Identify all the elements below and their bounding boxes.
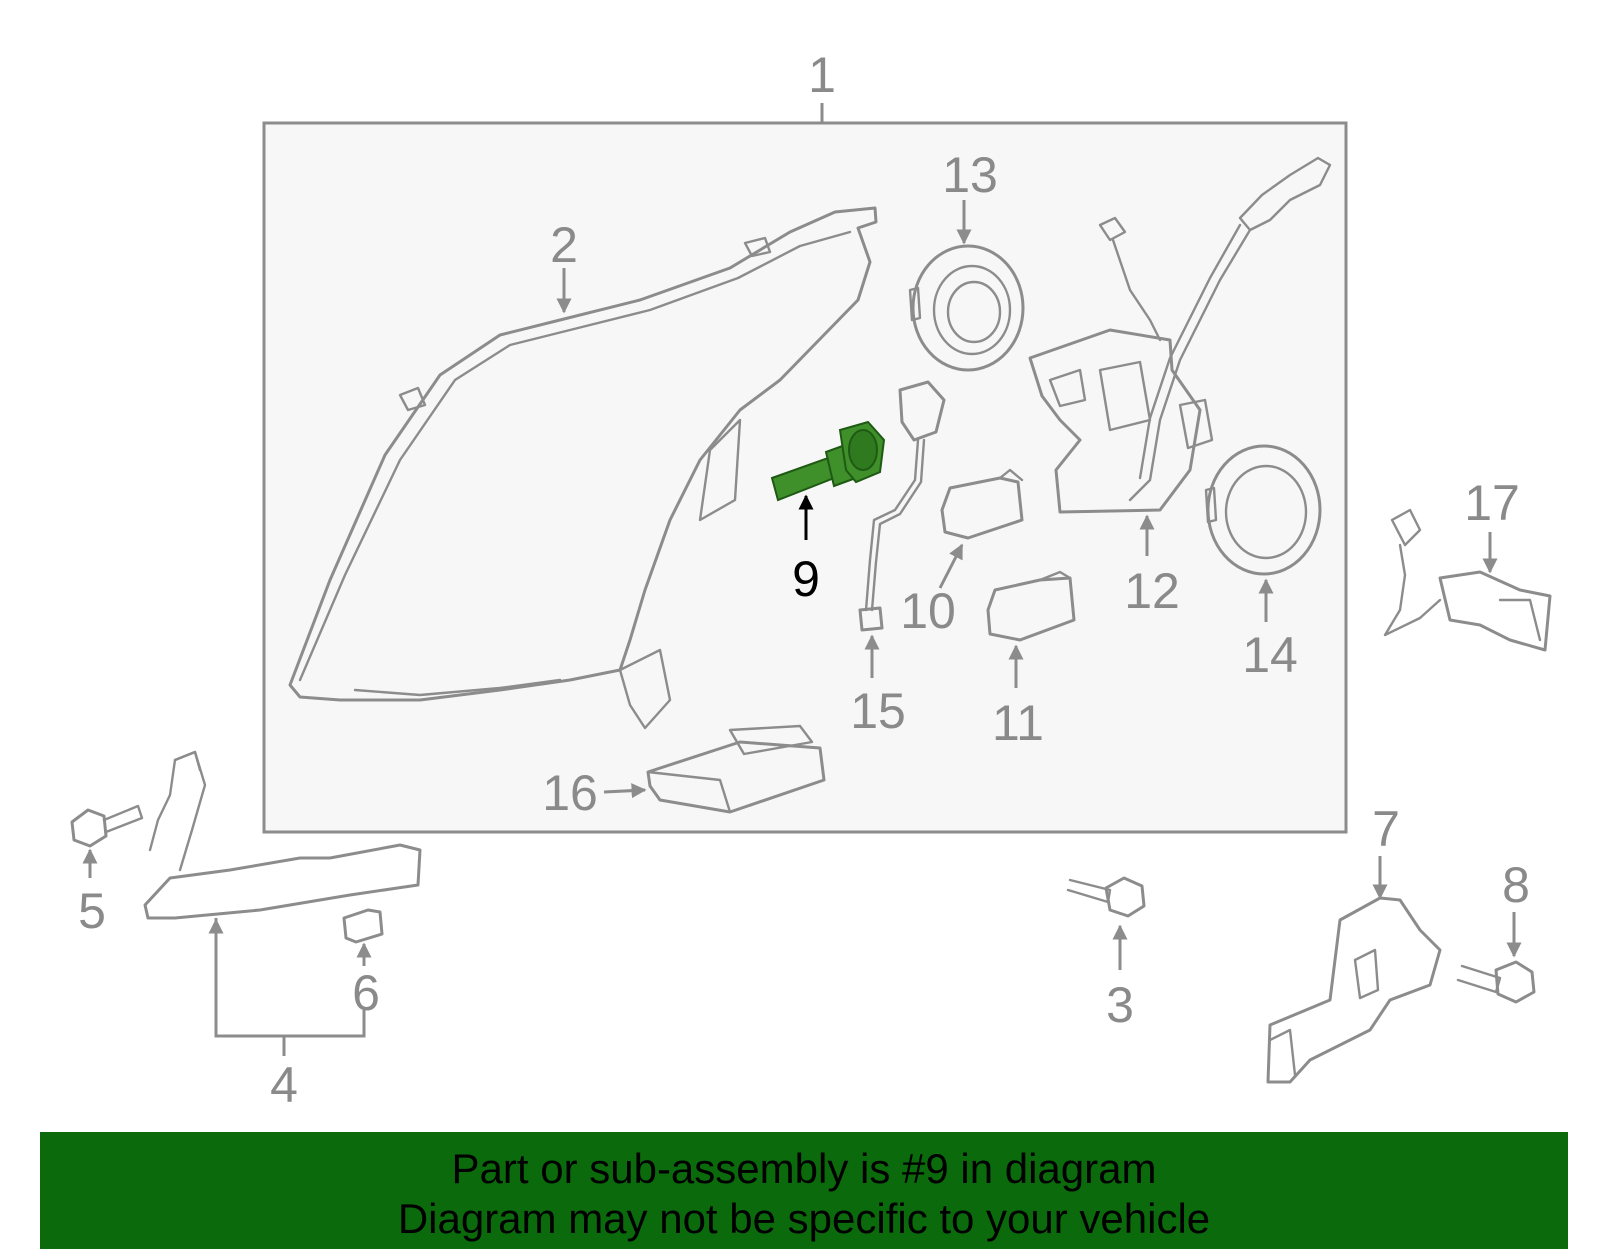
part-5-bolt	[70, 804, 144, 848]
callout-6: 6	[352, 965, 380, 1021]
part-13-cover-ring	[908, 244, 1025, 372]
callout-14: 14	[1242, 627, 1298, 683]
part-16-control-module	[646, 724, 826, 814]
callout-12: 12	[1124, 563, 1180, 619]
part-3-bolt	[1066, 876, 1146, 918]
part-6-clip	[342, 908, 384, 944]
part-9-bulb-highlighted	[770, 420, 886, 502]
part-2-headlamp-housing	[288, 206, 878, 730]
callout-13: 13	[942, 147, 998, 203]
callout-10: 10	[900, 583, 956, 639]
callout-16-leader	[603, 783, 647, 799]
info-banner: Part or sub-assembly is #9 in diagram Di…	[40, 1132, 1568, 1249]
callout-3: 3	[1106, 977, 1134, 1033]
callout-11: 11	[992, 695, 1044, 751]
callout-9: 9	[792, 551, 820, 607]
callout-5: 5	[78, 883, 106, 939]
banner-line-part-number: Part or sub-assembly is #9 in diagram	[451, 1145, 1157, 1192]
callout-4: 4	[270, 1057, 298, 1113]
callout-1: 1	[808, 47, 836, 103]
part-11-lens	[986, 570, 1076, 642]
part-7-mounting-bracket	[1266, 896, 1442, 1084]
part-15-wiring-harness	[858, 380, 946, 632]
callout-8: 8	[1502, 857, 1530, 913]
callout-10-leader	[938, 543, 964, 589]
part-10-lens	[940, 468, 1024, 540]
callout-7: 7	[1372, 801, 1400, 857]
callout-15: 15	[850, 683, 906, 739]
callout-16: 16	[542, 765, 598, 821]
banner-line-disclaimer: Diagram may not be specific to your vehi…	[397, 1195, 1211, 1242]
callout-4-bracket-line	[214, 918, 366, 1038]
callout-2: 2	[550, 217, 578, 273]
part-14-cover-ring	[1204, 444, 1322, 576]
callout-17: 17	[1464, 475, 1520, 531]
part-12-actuator-assembly	[1028, 156, 1332, 514]
part-17-harness-connector	[1383, 508, 1552, 652]
part-8-bolt	[1456, 960, 1536, 1004]
part-4-bracket	[143, 750, 422, 920]
